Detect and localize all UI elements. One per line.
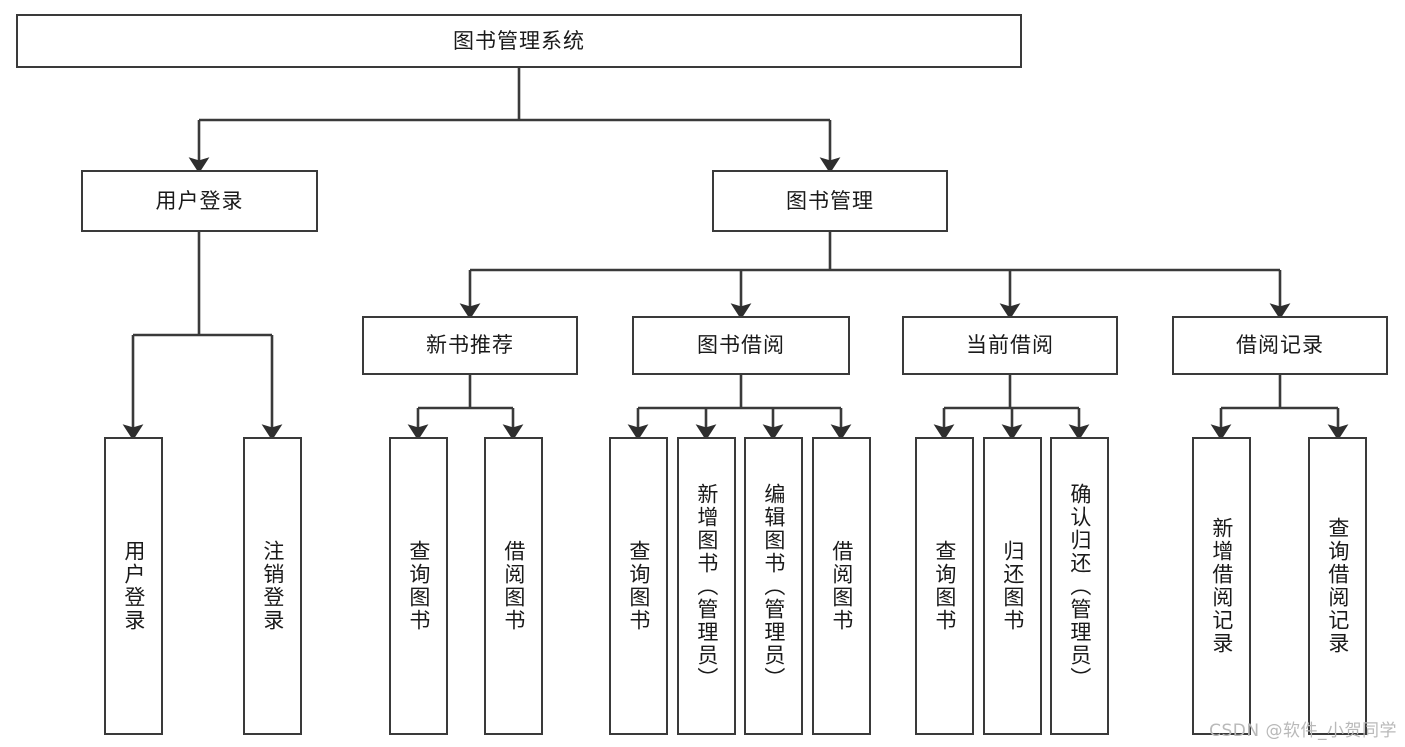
node-user-login-label: 用户登录 bbox=[155, 188, 244, 213]
node-book-manage[interactable]: 图书管理 bbox=[712, 170, 948, 232]
node-leaf-add-record-label: 新增借阅记录 bbox=[1209, 517, 1234, 655]
node-leaf-query-book-1[interactable]: 查询图书 bbox=[389, 437, 448, 735]
node-leaf-query-book-2[interactable]: 查询图书 bbox=[609, 437, 668, 735]
node-leaf-query-book-2-label: 查询图书 bbox=[626, 540, 651, 632]
node-borrow-record[interactable]: 借阅记录 bbox=[1172, 316, 1388, 375]
node-leaf-query-record[interactable]: 查询借阅记录 bbox=[1308, 437, 1367, 735]
node-root[interactable]: 图书管理系统 bbox=[16, 14, 1022, 68]
node-leaf-confirm-return[interactable]: 确认归还（管理员） bbox=[1050, 437, 1109, 735]
node-leaf-return-book[interactable]: 归还图书 bbox=[983, 437, 1042, 735]
node-new-book-recommend[interactable]: 新书推荐 bbox=[362, 316, 578, 375]
node-book-manage-label: 图书管理 bbox=[786, 188, 874, 213]
node-leaf-user-login-label: 用户登录 bbox=[121, 540, 146, 632]
node-current-borrow-label: 当前借阅 bbox=[966, 333, 1054, 358]
node-leaf-user-login[interactable]: 用户登录 bbox=[104, 437, 163, 735]
node-user-login[interactable]: 用户登录 bbox=[81, 170, 318, 232]
node-leaf-edit-book-label: 编辑图书（管理员） bbox=[761, 482, 786, 690]
node-leaf-logout-label: 注销登录 bbox=[260, 540, 285, 632]
node-leaf-confirm-return-label: 确认归还（管理员） bbox=[1067, 482, 1092, 690]
node-leaf-return-book-label: 归还图书 bbox=[1000, 540, 1025, 632]
node-leaf-add-book[interactable]: 新增图书（管理员） bbox=[677, 437, 736, 735]
node-leaf-borrow-book-2-label: 借阅图书 bbox=[829, 540, 854, 632]
node-leaf-query-book-3[interactable]: 查询图书 bbox=[915, 437, 974, 735]
node-current-borrow[interactable]: 当前借阅 bbox=[902, 316, 1118, 375]
node-leaf-logout[interactable]: 注销登录 bbox=[243, 437, 302, 735]
node-leaf-add-book-label: 新增图书（管理员） bbox=[694, 482, 719, 690]
node-leaf-query-record-label: 查询借阅记录 bbox=[1325, 517, 1350, 655]
node-new-book-recommend-label: 新书推荐 bbox=[426, 333, 514, 358]
node-leaf-borrow-book-2[interactable]: 借阅图书 bbox=[812, 437, 871, 735]
node-leaf-add-record[interactable]: 新增借阅记录 bbox=[1192, 437, 1251, 735]
node-borrow-record-label: 借阅记录 bbox=[1236, 333, 1324, 358]
node-leaf-borrow-book-1[interactable]: 借阅图书 bbox=[484, 437, 543, 735]
node-leaf-edit-book[interactable]: 编辑图书（管理员） bbox=[744, 437, 803, 735]
node-leaf-borrow-book-1-label: 借阅图书 bbox=[501, 540, 526, 632]
node-leaf-query-book-3-label: 查询图书 bbox=[932, 540, 957, 632]
node-book-borrow-label: 图书借阅 bbox=[697, 333, 785, 358]
node-leaf-query-book-1-label: 查询图书 bbox=[406, 540, 431, 632]
node-root-label: 图书管理系统 bbox=[453, 28, 585, 53]
node-book-borrow[interactable]: 图书借阅 bbox=[632, 316, 850, 375]
